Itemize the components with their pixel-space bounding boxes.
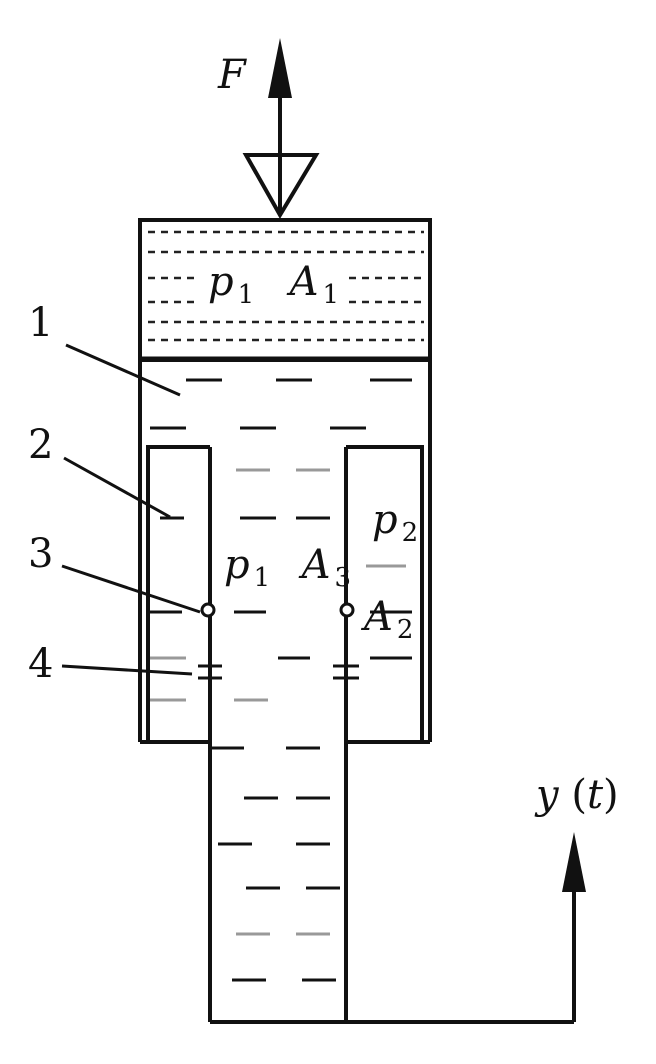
area-subscript: 3 [334,563,352,593]
area-subscript: 2 [396,615,414,645]
leader-line-4 [61,664,193,676]
leader-line-1 [65,343,181,397]
part-number-3: 3 [28,531,54,577]
part-number-2: 2 [28,422,54,468]
output-close-paren: ) [603,772,619,818]
orifice-left [200,602,216,618]
area-symbol: A [289,259,319,305]
part-number-1: 1 [28,300,54,346]
annulus-left-inner [146,445,210,740]
annulus-right-inner [346,445,424,740]
cylinder-top-body [138,218,432,362]
leader-line-3 [61,564,201,614]
force-arrow-head [268,38,292,98]
output-argument: t [586,772,604,818]
output-symbol: y [536,772,559,818]
force-label: F [218,52,246,98]
pressure-symbol: p [372,497,398,543]
area-symbol: A [301,542,331,588]
output-arrow-head [562,832,586,892]
pressure-symbol: p [224,542,250,588]
pressure-subscript: 1 [253,563,271,593]
area-symbol: A [364,594,393,640]
area-subscript: 1 [322,280,340,310]
pressure-symbol: p [208,259,234,305]
output-open-paren: ( [571,772,587,818]
pressure-subscript: 2 [401,518,419,548]
leader-line-2 [63,456,171,519]
support-triangle [242,153,320,219]
orifice-right [339,602,355,618]
part-number-4: 4 [28,641,54,687]
pressure-subscript: 1 [237,280,255,310]
output-label: y (t) [536,775,619,815]
